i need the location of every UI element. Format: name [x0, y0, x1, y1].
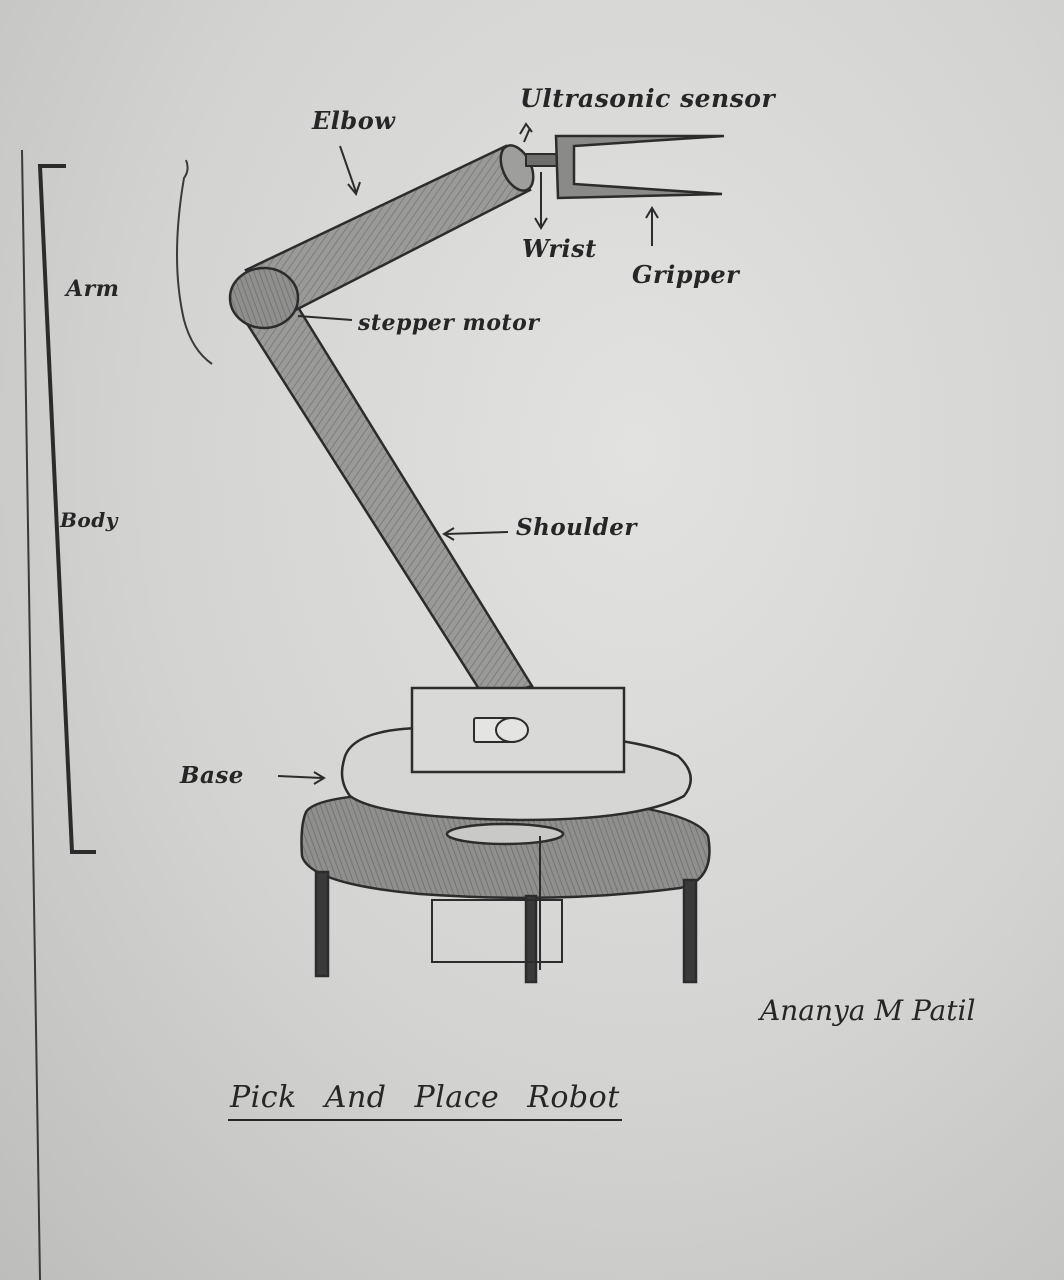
wrist-connector: [526, 154, 558, 166]
table: [302, 793, 710, 982]
label-arm: Arm: [66, 276, 119, 302]
label-body: Body: [60, 508, 118, 532]
motor-shaft: [496, 718, 528, 742]
gripper-drawing: [556, 136, 724, 198]
label-shoulder: Shoulder: [516, 514, 637, 541]
shoulder-link: [246, 304, 532, 700]
diagram-title: Pick And Place Robot: [228, 1080, 622, 1121]
stepper-motor-joint: [230, 268, 298, 328]
label-base: Base: [180, 762, 244, 789]
arm-bracket: [177, 160, 212, 364]
signature: Ananya M Patil: [760, 994, 975, 1027]
label-wrist: Wrist: [522, 234, 597, 263]
label-stepper-motor: stepper motor: [358, 310, 539, 336]
label-elbow: Elbow: [312, 106, 395, 135]
margin-line: [22, 150, 40, 1280]
label-gripper: Gripper: [632, 260, 739, 289]
label-ultrasonic-sensor: Ultrasonic sensor: [520, 84, 775, 113]
